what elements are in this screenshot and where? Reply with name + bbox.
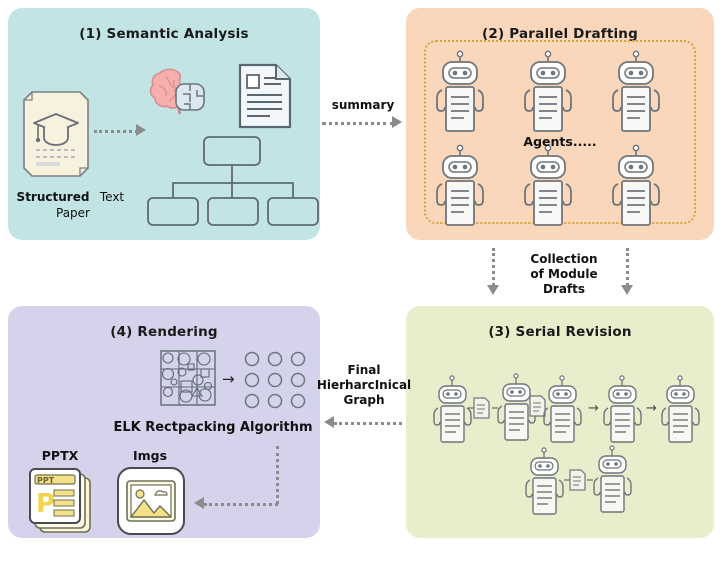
serial-revision-robots: → →	[424, 368, 704, 518]
svg-text:→: →	[646, 401, 657, 416]
connector-collection-line-right	[626, 248, 629, 286]
connector-final-graph-arrow	[324, 416, 334, 428]
brain-icon	[149, 66, 206, 118]
panel-4-title: (4) Rendering	[110, 324, 218, 340]
connector-summary-line	[322, 122, 394, 125]
connector-collection-line-left	[492, 248, 495, 286]
panel-semantic-analysis: (1) Semantic Analysis Structured Text Pa…	[8, 8, 320, 240]
svg-text:PPT: PPT	[37, 476, 55, 485]
render-return-line-horizontal	[204, 503, 278, 506]
imgs-label: Imgs	[132, 448, 168, 463]
connector-collection-line2: of Module	[530, 267, 598, 281]
svg-text:→: →	[588, 401, 599, 416]
connector-collection-line3: Drafts	[542, 282, 586, 296]
panel-parallel-drafting: (2) Parallel Drafting	[406, 8, 714, 240]
input-label-paper: Paper	[56, 206, 90, 220]
connector-collection-line1: Collection	[530, 252, 598, 266]
connector-final-graph-line	[334, 422, 402, 425]
graduation-paper-icon	[20, 90, 92, 178]
agents-label: Agents.....	[523, 134, 597, 149]
inner-arrow-head	[136, 124, 146, 136]
inner-arrow-line	[94, 130, 138, 133]
pptx-icon: PPT P	[26, 466, 96, 538]
svg-text:→: →	[222, 370, 235, 388]
render-return-arrow-head	[194, 497, 204, 509]
connector-collection-arrow-right	[621, 285, 633, 295]
panel-3-title: (3) Serial Revision	[488, 324, 632, 340]
connector-summary-arrow	[392, 116, 402, 128]
svg-text:P: P	[36, 489, 55, 519]
tree-graph-icon	[142, 136, 322, 228]
connector-final-graph-line3: Graph	[343, 393, 385, 407]
panel-rendering: (4) Rendering → ELK Rectpacking Algor	[8, 306, 320, 538]
panel-1-title: (1) Semantic Analysis	[79, 26, 249, 42]
input-label-text: Text	[99, 190, 125, 204]
connector-final-graph-line2: HierharcInical	[316, 378, 412, 392]
panel-2-title: (2) Parallel Drafting	[482, 26, 638, 42]
pptx-label: PPTX	[41, 448, 79, 463]
rectpacking-icon: →	[160, 350, 308, 416]
connector-final-graph-line1: Final	[347, 363, 381, 377]
render-return-line-vertical	[276, 446, 279, 504]
connector-collection-arrow-left	[487, 285, 499, 295]
elk-algorithm-label: ELK Rectpacking Algorithm	[113, 420, 313, 435]
document-icon	[236, 62, 294, 130]
panel-serial-revision: (3) Serial Revision	[406, 306, 714, 538]
image-icon	[116, 466, 188, 538]
input-label-structured: Structured	[16, 190, 90, 204]
connector-summary-label: summary	[331, 98, 395, 112]
